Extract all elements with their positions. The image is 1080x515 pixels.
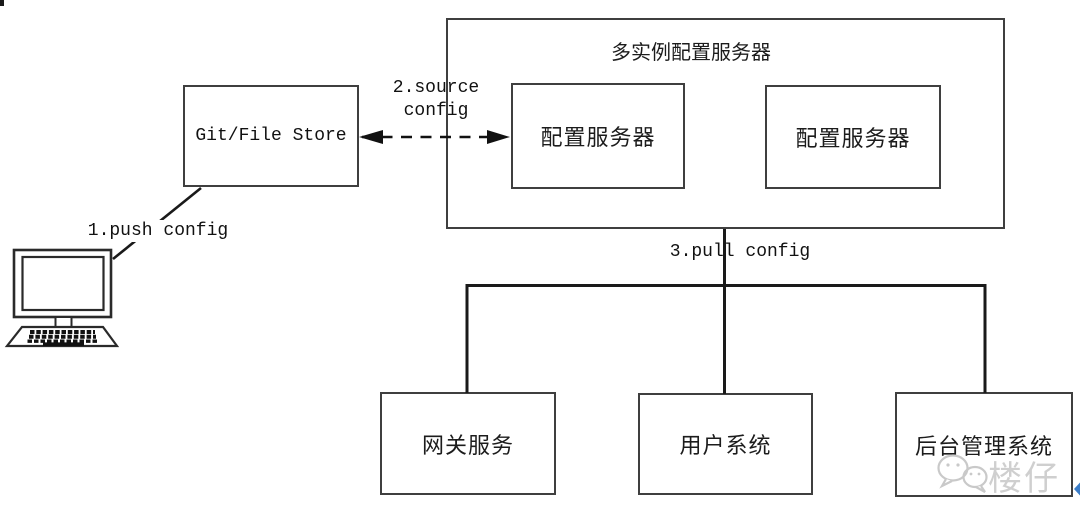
gateway-service-box: 网关服务	[380, 392, 556, 495]
config-server-label-2: 配置服务器	[795, 127, 911, 152]
blue-arrow-marker	[1074, 482, 1080, 496]
git-file-store-box: Git/File Store	[183, 85, 359, 187]
push-config-label: 1.push config	[84, 220, 232, 242]
source-config-label: 2.source config	[376, 77, 496, 123]
git-file-store-label: Git/File Store	[195, 126, 347, 146]
watermark-text: 楼仔	[988, 459, 1060, 499]
gateway-service-label: 网关服务	[421, 433, 514, 459]
pull-config-label: 3.pull config	[669, 242, 811, 262]
source-config-label-line2: config	[403, 101, 469, 121]
config-server-box-1: 配置服务器	[511, 83, 685, 189]
config-server-label-1: 配置服务器	[540, 126, 656, 151]
computer-icon	[4, 248, 120, 348]
corner-artifact	[0, 0, 4, 6]
source-config-label-line1: 2.source	[392, 78, 480, 98]
multi-instance-box-title: 多实例配置服务器	[611, 40, 771, 64]
user-system-box: 用户系统	[638, 393, 813, 495]
user-system-label: 用户系统	[679, 434, 772, 459]
config-server-box-2: 配置服务器	[765, 85, 941, 189]
